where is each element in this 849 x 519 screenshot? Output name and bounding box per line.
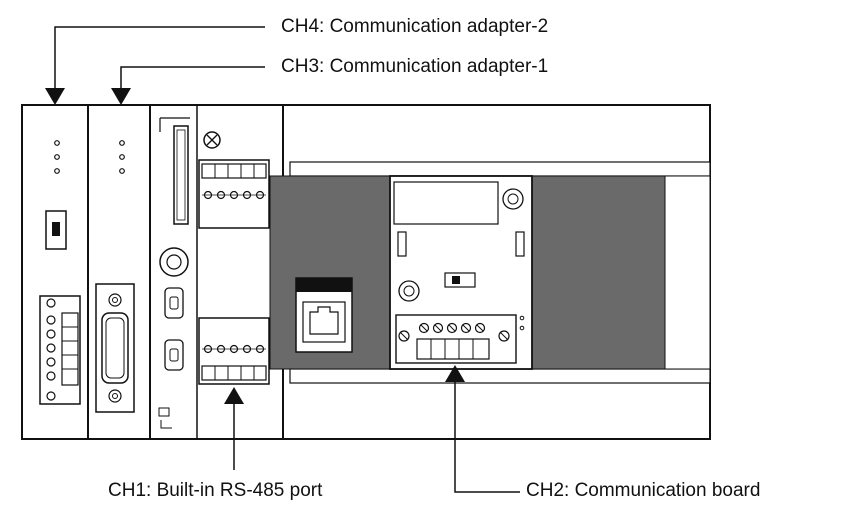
label-ch3: CH3: Communication adapter-1 [281,56,549,77]
callout-ch2-leader [445,365,520,493]
callout-ch3-leader [111,66,265,105]
label-ch2: CH2: Communication board [526,480,761,501]
communication-board [389,175,533,370]
label-ch4: CH4: Communication adapter-2 [281,16,549,37]
communication-adapter-2-module [21,104,89,440]
callout-ch1-leader [224,387,244,470]
communication-adapter-1-module [87,104,151,440]
cpu-left-section [149,104,284,440]
callout-ch4-leader [45,26,265,105]
cpu-main-body [269,104,711,440]
label-ch1: CH1: Built-in RS-485 port [108,480,323,501]
